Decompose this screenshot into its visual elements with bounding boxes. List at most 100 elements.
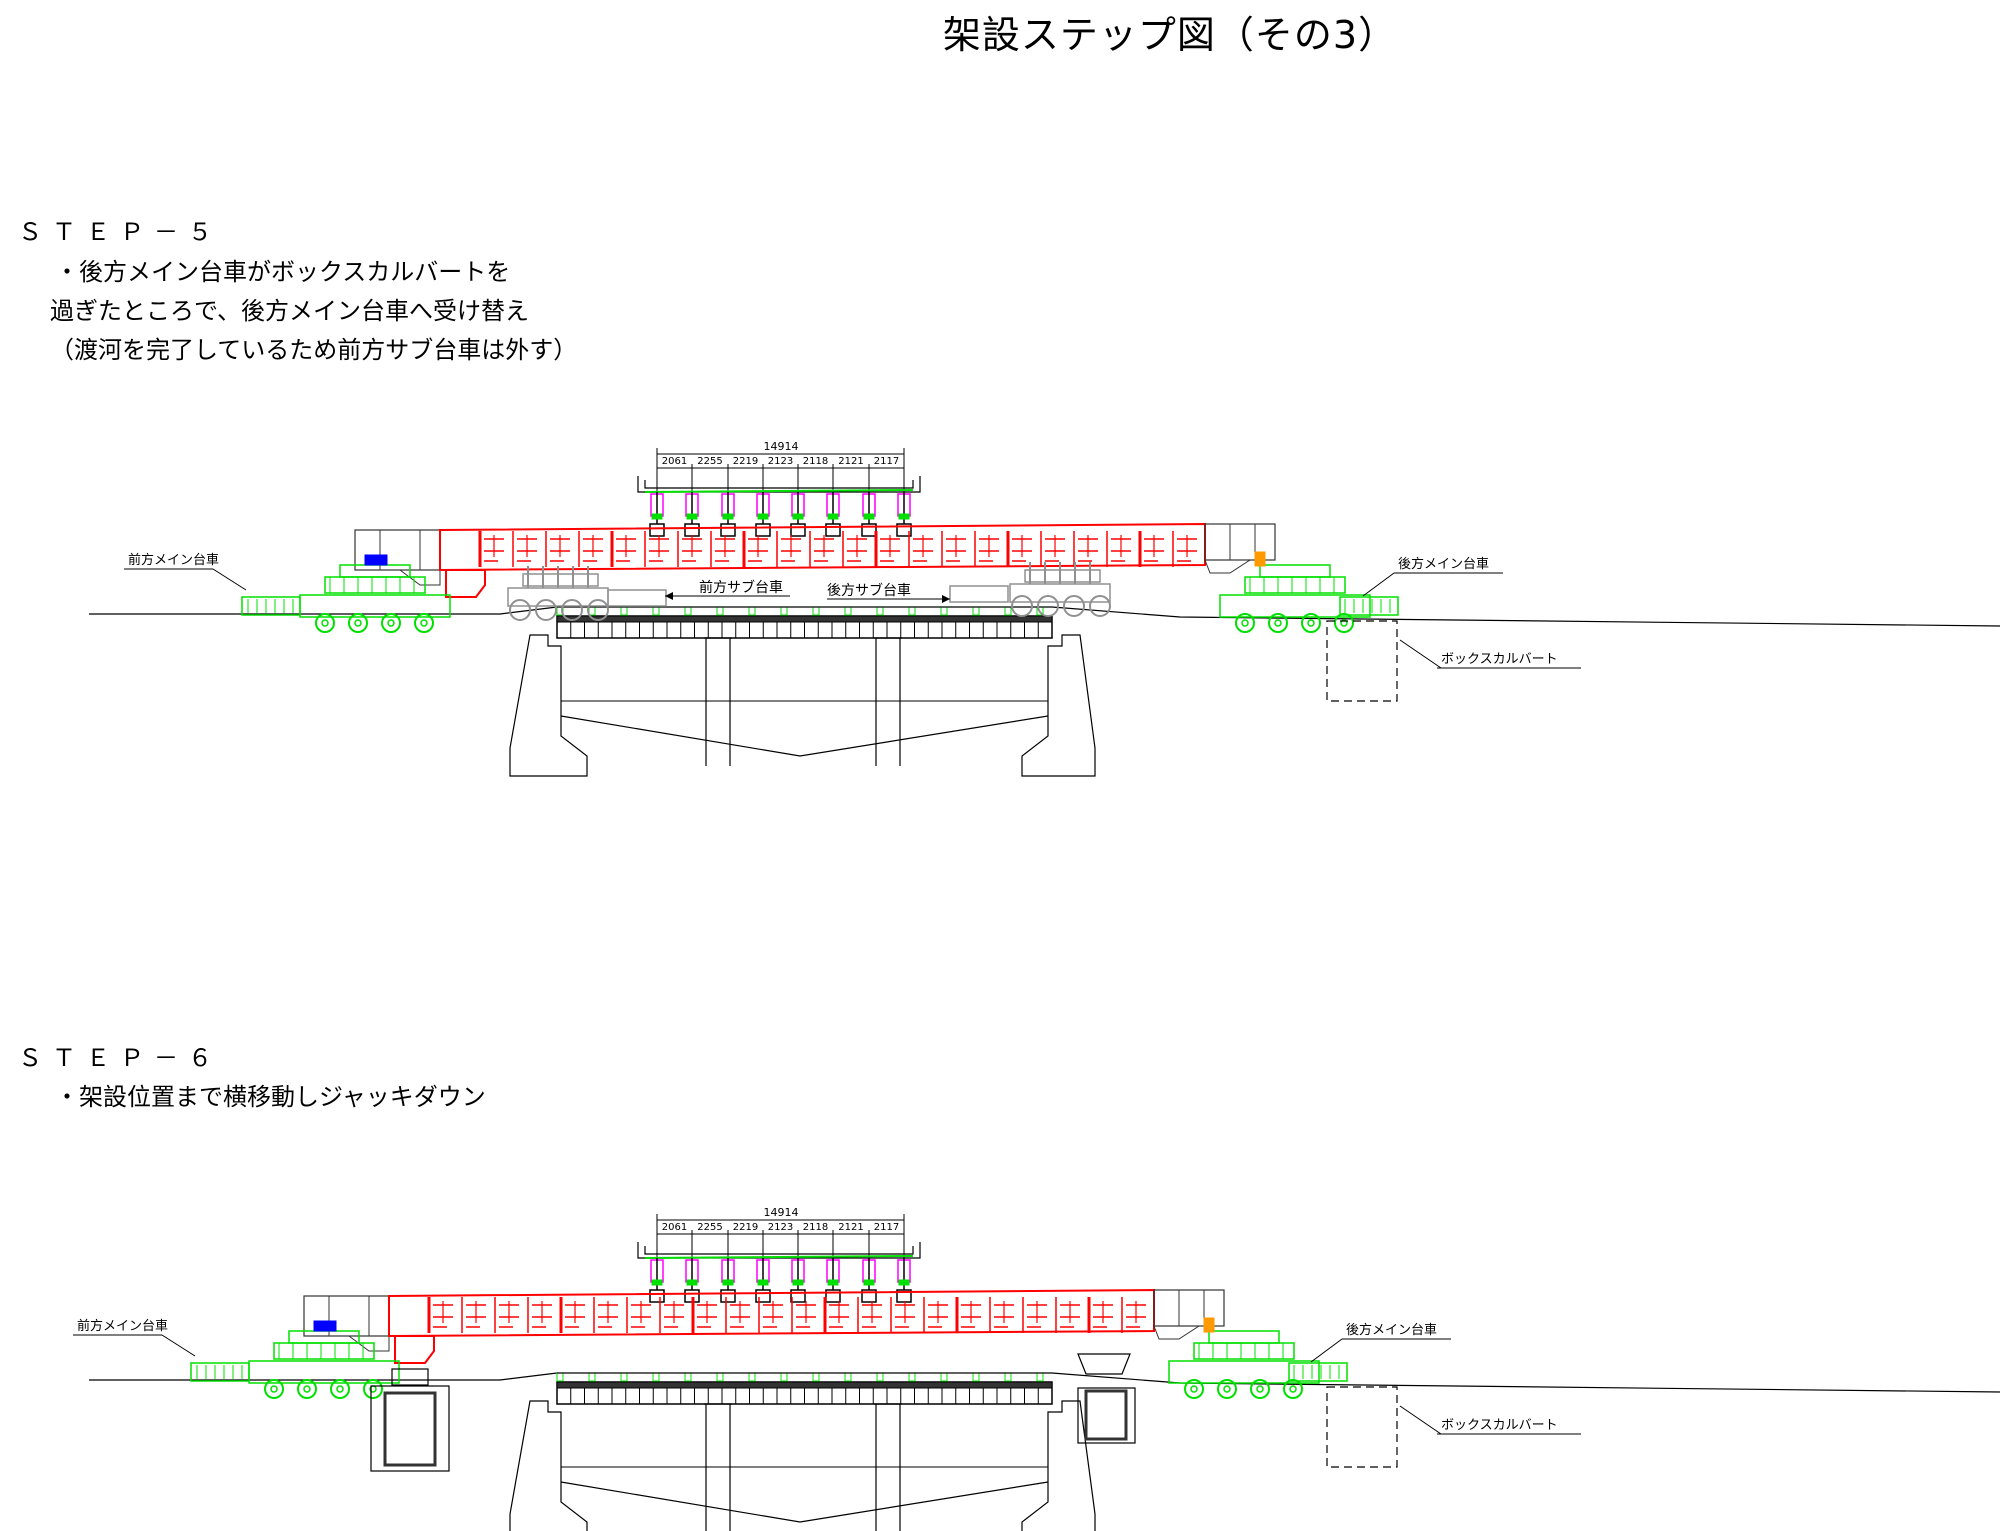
rear-main-cart-label-text: 後方メイン台車	[1346, 1322, 1437, 1338]
bridge-deck	[556, 1381, 1053, 1389]
leader-line	[1310, 1338, 1343, 1363]
jack-plate	[722, 1279, 734, 1286]
pier-2	[874, 637, 902, 766]
deck-support-block	[588, 1372, 596, 1382]
new-girder	[354, 522, 1276, 598]
cart-top-block	[1208, 1330, 1280, 1344]
hydraulic-jack	[825, 492, 841, 537]
jack-base	[861, 1289, 877, 1303]
rear-sub-cart-label: 後方サブ台車	[827, 582, 911, 599]
hydraulic-jack	[649, 1258, 665, 1303]
sub-cart-bolster	[522, 573, 599, 587]
step5-heading: ＳＴＥＰ－５	[18, 218, 222, 246]
jack-plate	[651, 513, 663, 520]
wheel-hub	[1223, 1385, 1231, 1393]
step6-heading: ＳＴＥＰ－６	[18, 1044, 222, 1072]
rear-sub-cart	[949, 562, 1111, 617]
deck-support-block	[748, 1372, 756, 1382]
cart-top-block	[339, 564, 411, 578]
cart-tractor	[1339, 596, 1399, 616]
wheel	[348, 613, 368, 633]
wheel	[1184, 1379, 1204, 1399]
arrow-head	[665, 592, 673, 600]
wheel	[1217, 1379, 1237, 1399]
deck-support-block	[556, 1372, 564, 1382]
dimension-span: 2061	[662, 1222, 687, 1233]
bridge-deck	[556, 615, 1053, 623]
deck-support-block	[748, 606, 756, 616]
pit-outline	[370, 1385, 450, 1472]
sub-cart-tractor	[949, 585, 1009, 603]
cart-tractor	[241, 596, 301, 616]
jack-base	[684, 523, 700, 537]
wheel	[264, 1379, 284, 1399]
deck-support-block	[940, 1372, 948, 1382]
girder-outline	[439, 522, 1206, 572]
pier-cap	[1077, 1353, 1131, 1375]
hydraulic-jack	[896, 1258, 912, 1303]
dimension-total: 14914	[764, 1206, 799, 1219]
cart-bolster	[324, 576, 426, 594]
step5-note-1: ・後方メイン台車がボックスカルバートを	[55, 258, 511, 286]
cart-jack	[364, 554, 388, 566]
hydraulic-jack	[861, 492, 877, 537]
deck-support-block	[588, 606, 596, 616]
pit-shoring	[383, 1391, 437, 1467]
hydraulic-jack	[755, 492, 771, 537]
wheel	[1063, 595, 1085, 617]
dimension-span: 2123	[768, 1222, 793, 1233]
wheel-hub	[1307, 619, 1315, 627]
deck-support-block	[716, 606, 724, 616]
launch-pit-left	[370, 1368, 450, 1472]
wheel	[1283, 1379, 1303, 1399]
box-culvert	[1326, 1386, 1398, 1468]
cart-body	[1168, 1360, 1320, 1384]
arrow-head	[942, 595, 950, 603]
pit-support	[391, 1368, 429, 1386]
deck-support-block	[1004, 606, 1012, 616]
front-main-cart	[190, 1330, 400, 1399]
existing-bridge	[509, 606, 1096, 777]
wheel	[1268, 613, 1288, 633]
hydraulic-jack	[825, 1258, 841, 1303]
front-main-cart-label: 前方メイン台車	[124, 552, 247, 591]
wheel-hub	[1289, 1385, 1297, 1393]
rear-main-cart-label: 後方メイン台車	[1310, 1322, 1451, 1363]
cart-tractor	[190, 1362, 250, 1382]
wheel-hub	[1256, 1385, 1264, 1393]
deck-support-block	[844, 1372, 852, 1382]
leader-line	[1399, 639, 1442, 669]
end-beam-bracket	[398, 569, 441, 586]
jack-plate	[863, 513, 875, 520]
wheel	[587, 599, 609, 621]
cart-jack	[1254, 551, 1266, 567]
jack-base	[720, 523, 736, 537]
pit-outline	[1077, 1387, 1136, 1444]
jack-plate	[757, 1279, 769, 1286]
wheel	[535, 599, 557, 621]
jack-base	[755, 1289, 771, 1303]
front-main-cart-label: 前方メイン台車	[73, 1318, 196, 1357]
hydraulic-jack	[896, 492, 912, 537]
hydraulic-jack	[861, 1258, 877, 1303]
dimension-span: 2118	[803, 456, 828, 467]
front-main-cart	[241, 564, 451, 633]
dimension-total: 14914	[764, 440, 799, 453]
wheel-hub	[354, 619, 362, 627]
dimension-span: 2061	[662, 456, 687, 467]
jack-base	[790, 523, 806, 537]
jack-base	[825, 1289, 841, 1303]
jack-plate	[792, 1279, 804, 1286]
hydraulic-jack	[790, 492, 806, 537]
jack-plate	[722, 513, 734, 520]
sub-cart-tractor	[607, 589, 667, 607]
jack-base	[649, 523, 665, 537]
wheel-hub	[387, 619, 395, 627]
box-culvert-label-text: ボックスカルバート	[1441, 1418, 1558, 1433]
deck-support-block	[620, 606, 628, 616]
deck-support-block	[876, 606, 884, 616]
dimension-span: 2118	[803, 1222, 828, 1233]
